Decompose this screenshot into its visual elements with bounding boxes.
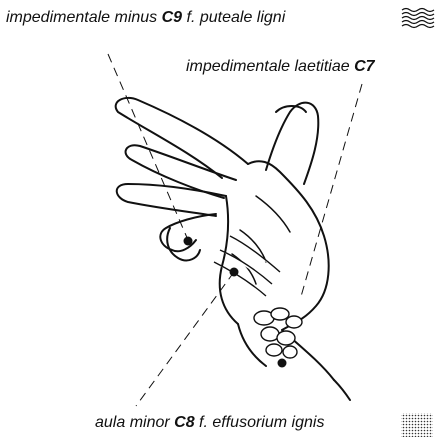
wave-pattern-swatch	[402, 9, 434, 28]
acupoint-c8	[230, 268, 239, 277]
label-c7: impedimentale laetitiae C7	[186, 59, 375, 75]
leader-line-c7	[300, 84, 362, 300]
acupoint-c7	[278, 359, 287, 368]
label-c7-code: C7	[354, 58, 374, 75]
label-c9: impedimentale minus C9 f. puteale ligni	[6, 10, 285, 26]
label-c8-code: C8	[174, 414, 194, 431]
label-c9-suffix: f. puteale ligni	[182, 9, 285, 26]
label-c9-code: C9	[162, 9, 182, 26]
label-c8-prefix: aula minor	[95, 414, 174, 431]
label-c8-suffix: f. effusorium ignis	[195, 414, 325, 431]
acupoint-c9	[184, 237, 193, 246]
leader-lines	[108, 54, 362, 406]
label-c7-prefix: impedimentale laetitiae	[186, 58, 354, 75]
label-c8: aula minor C8 f. effusorium ignis	[95, 415, 324, 431]
label-c9-prefix: impedimentale minus	[6, 9, 162, 26]
hand-bones	[214, 236, 302, 358]
stipple-pattern-swatch	[401, 413, 433, 437]
